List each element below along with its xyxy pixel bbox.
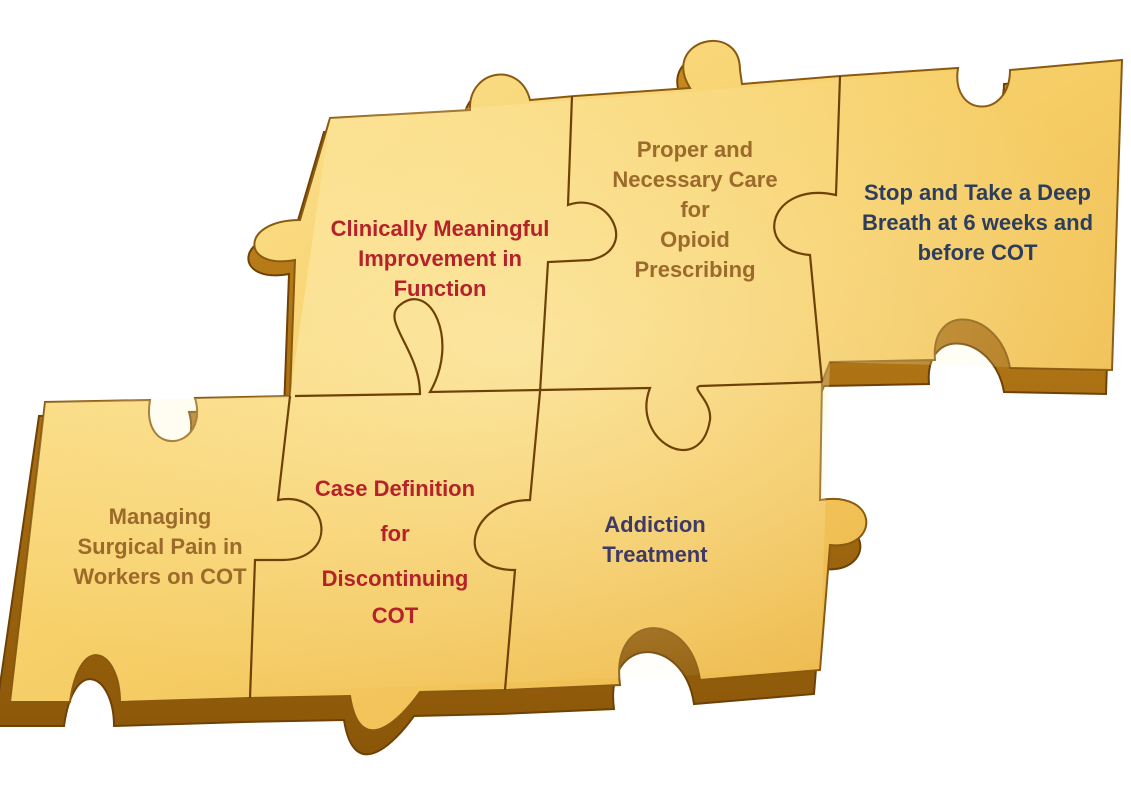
label-line: Breath at 6 weeks and [861, 210, 1094, 235]
label-line: Opioid [660, 227, 730, 252]
label-line: Proper and [636, 137, 754, 162]
label-line: for [680, 197, 710, 222]
seam-lines [248, 75, 842, 699]
piece-case-definition-label: Case Definition for Discontinuing COT [285, 470, 505, 634]
piece-clinically-meaningful-label: Clinically Meaningful Improvement in Fun… [300, 214, 580, 304]
label-line: Improvement in [358, 246, 522, 271]
label-line: Necessary Care [612, 167, 778, 192]
label-line: Prescribing [634, 257, 756, 282]
label-line: Treatment [602, 542, 708, 567]
piece-proper-care-label: Proper and Necessary Care for Opioid Pre… [590, 135, 800, 285]
label-line: for [380, 521, 410, 546]
puzzle-top [8, 39, 1124, 732]
label-line: Case Definition [314, 476, 476, 501]
label-line: Surgical Pain in [77, 534, 243, 559]
label-line: Workers on COT [73, 564, 247, 589]
label-line: Managing [108, 504, 212, 529]
label-line: Clinically Meaningful [330, 216, 550, 241]
label-line: Discontinuing [321, 566, 469, 591]
piece-managing-pain-label: Managing Surgical Pain in Workers on COT [50, 502, 270, 592]
piece-stop-breath-label: Stop and Take a Deep Breath at 6 weeks a… [835, 178, 1120, 268]
piece-addiction-treatment-label: Addiction Treatment [560, 510, 750, 570]
label-line: Function [393, 276, 487, 301]
label-line: Stop and Take a Deep [864, 180, 1091, 205]
label-line: before COT [917, 240, 1038, 265]
label-line: COT [371, 603, 419, 628]
label-line: Addiction [604, 512, 706, 537]
